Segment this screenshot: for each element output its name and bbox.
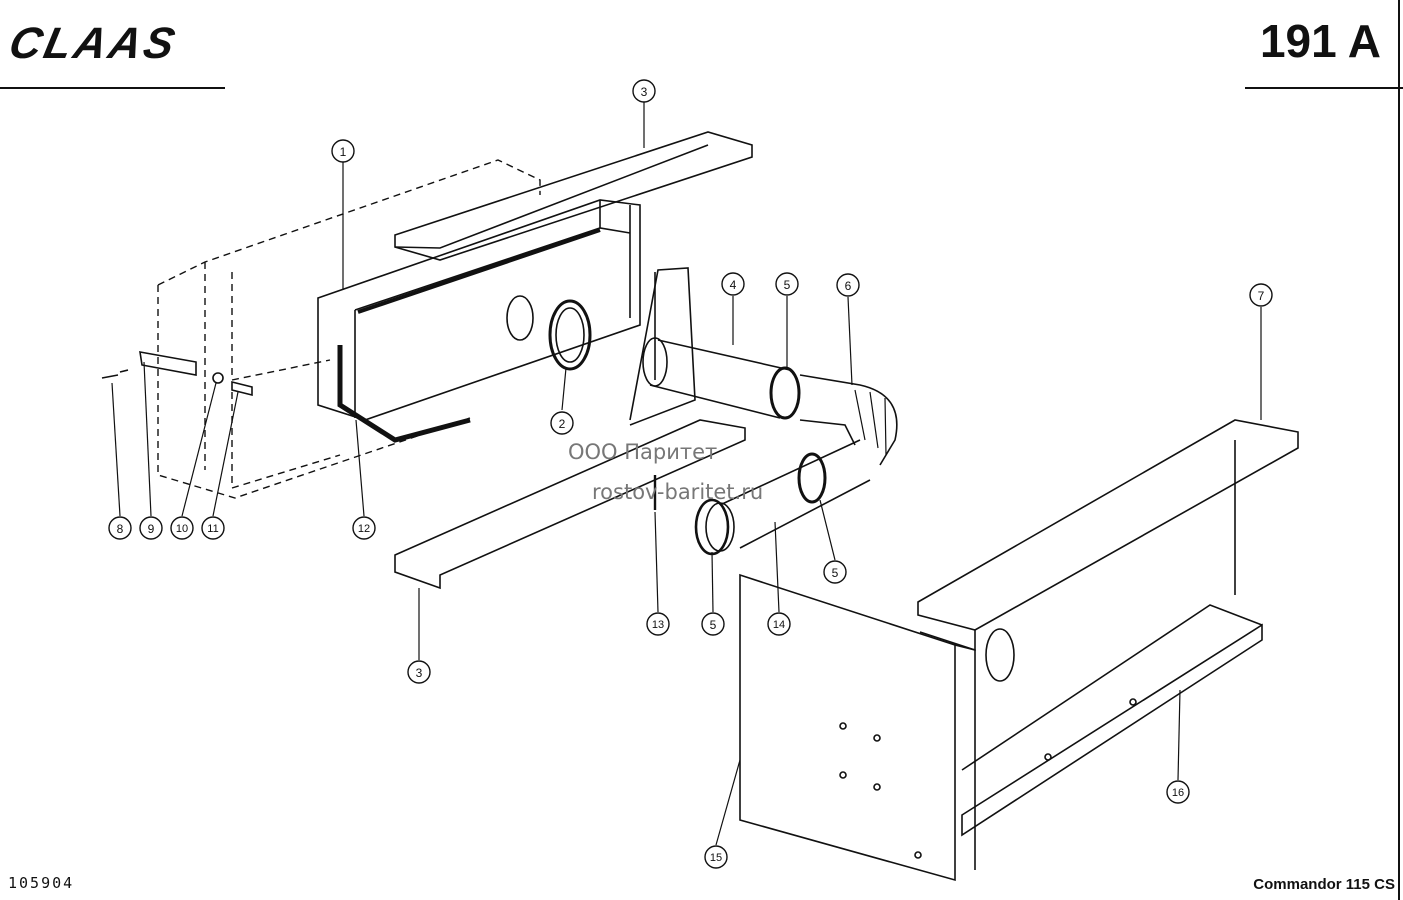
part-12-seal-strip (337, 345, 471, 443)
hardware-small-parts (101, 351, 657, 510)
callout-9 (139, 516, 163, 540)
callout-3-bottom (407, 660, 431, 684)
callout-label-3-top: 3 (641, 85, 648, 99)
callout-label-14: 14 (773, 619, 785, 631)
part-7-top-panel (917, 419, 1299, 682)
callout-label-16: 16 (1172, 787, 1184, 799)
part-3-lower-rail (394, 419, 746, 590)
callout-label-11: 11 (207, 523, 218, 535)
callout-label-13: 13 (652, 619, 664, 631)
callout-label-12: 12 (358, 523, 370, 535)
callout-label-9: 9 (148, 522, 155, 536)
part-2-clamp-ring (548, 299, 592, 371)
callout-3-top (632, 79, 656, 103)
callout-label-8: 8 (117, 522, 124, 536)
callout-15 (704, 845, 728, 869)
callout-11 (201, 516, 225, 540)
callout-label-15: 15 (710, 852, 722, 864)
housing-outline-dashed (157, 159, 541, 499)
part-5-clamp-upper (769, 366, 801, 420)
callout-label-2: 2 (559, 417, 566, 431)
part-15-side-plate (739, 573, 976, 882)
callout-circles (108, 79, 1273, 869)
callout-label-3-bottom: 3 (416, 666, 423, 680)
model-name: Commandor 115 CS (1253, 876, 1395, 893)
callout-4 (721, 272, 745, 296)
callout-8 (108, 516, 132, 540)
callout-10 (170, 516, 194, 540)
part-5-clamp-middle (797, 452, 827, 504)
callout-1 (331, 139, 355, 163)
callout-7 (1249, 283, 1273, 307)
callout-label-1: 1 (340, 145, 347, 159)
callout-6 (836, 273, 860, 297)
callout-label-10: 10 (176, 523, 188, 535)
hose-support-bracket (629, 267, 696, 426)
callout-labels: 1 2 3 3 4 5 6 7 8 9 10 11 12 13 5 5 14 1… (117, 85, 1265, 864)
watermark-website: rostov-baritet.ru (592, 480, 764, 504)
leader-lines (111, 102, 1262, 846)
part-1-air-duct (317, 199, 641, 421)
callout-5-middle (823, 560, 847, 584)
callout-label-5-lower: 5 (710, 618, 717, 632)
callout-16 (1166, 780, 1190, 804)
callout-label-4: 4 (730, 278, 737, 292)
callout-13 (646, 612, 670, 636)
watermark-company: ООО Паритет (568, 440, 718, 464)
callout-5-lower (701, 612, 725, 636)
part-6-bellows (799, 374, 898, 466)
callout-label-5-top: 5 (784, 278, 791, 292)
page-code: 191 A (1259, 15, 1381, 67)
callout-5-top (775, 272, 799, 296)
callout-label-7: 7 (1258, 289, 1265, 303)
callout-2 (550, 411, 574, 435)
callout-label-5-middle: 5 (832, 566, 839, 580)
document-number: 105904 (8, 874, 75, 892)
callout-12 (352, 516, 376, 540)
part-3-upper-rail (394, 131, 753, 261)
part-16-lower-channel (961, 604, 1263, 837)
part-4-hose (642, 337, 791, 419)
callout-14 (767, 612, 791, 636)
callout-label-6: 6 (845, 279, 852, 293)
